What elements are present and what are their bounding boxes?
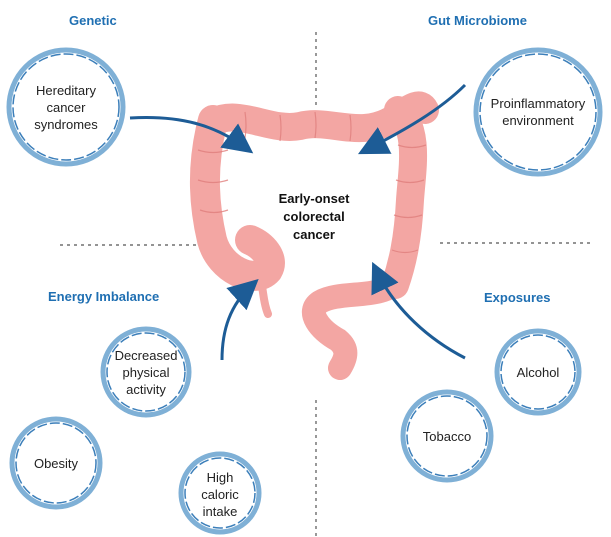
factor-hereditary: Hereditary cancer syndromes [16,67,116,147]
factor-tobacco: Tobacco [407,426,487,446]
factor-physical-activity: Decreased physical activity [106,344,186,400]
factor-obesity: Obesity [16,453,96,473]
factor-caloric-intake: High caloric intake [185,467,255,521]
heading-energy-imbalance: Energy Imbalance [48,289,159,304]
heading-gut-microbiome: Gut Microbiome [428,13,527,28]
heading-exposures: Exposures [484,290,550,305]
factor-proinflammatory: Proinflammatory environment [478,92,598,132]
factor-alcohol: Alcohol [501,362,575,382]
heading-genetic: Genetic [69,13,117,28]
arrow-energy [222,285,252,360]
center-label: Early-onset colorectal cancer [244,190,384,244]
